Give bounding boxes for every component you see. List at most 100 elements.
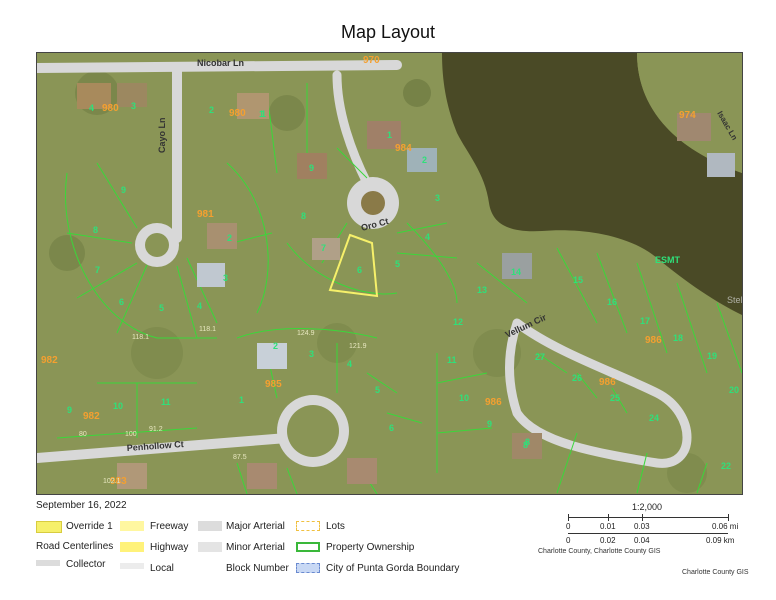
cul-de-sac-island	[145, 233, 169, 257]
street-label-cayo: Cayo Ln	[157, 117, 167, 153]
lot-number: 4	[89, 103, 94, 113]
dimension: 118.1	[132, 334, 149, 341]
legend-local: Local	[150, 563, 174, 574]
lot-number: 8	[301, 211, 306, 221]
lot-number: 18	[673, 333, 683, 343]
lot-number: 5	[159, 303, 164, 313]
major-arterial-swatch	[198, 521, 222, 531]
lot-number: 20	[729, 385, 739, 395]
collector-swatch	[36, 560, 60, 566]
legend-override: Override 1	[66, 521, 113, 532]
lot-number: 3	[309, 349, 314, 359]
legend-freeway: Freeway	[150, 521, 189, 532]
lot-number: 4	[425, 232, 430, 242]
lot-number: 13	[477, 285, 487, 295]
lot-number: 1	[387, 130, 392, 140]
scale-mi-tick: 0.01	[600, 522, 616, 531]
lot-number: 7	[95, 265, 100, 275]
override-swatch	[36, 521, 62, 533]
property-swatch	[296, 542, 320, 552]
scale-ratio: 1:2,000	[632, 502, 663, 512]
cul-de-sac-island	[287, 405, 339, 457]
lot-number: 8	[523, 440, 528, 450]
scale-bar: 1:2,000 0 0.01 0.03 0.06 mi 0 0.02 0.04 …	[540, 498, 770, 588]
cul-de-sac-island	[361, 191, 385, 215]
lot-number: 9	[487, 419, 492, 429]
scale-line-mi	[568, 517, 728, 518]
lot-number: 17	[640, 316, 650, 326]
scale-km-tick: 0.09 km	[706, 536, 735, 545]
lot-number-labels: 4 3 2 1 9 8 7 6 5 4 3 2 1 9 8 7 6 5 4 3 …	[67, 101, 739, 471]
override-lot[interactable]	[328, 233, 379, 298]
lot-number: 3	[131, 101, 136, 111]
lot-number: 11	[447, 355, 457, 365]
lot-number: 8	[525, 437, 530, 447]
houses	[77, 83, 735, 489]
map-canvas[interactable]: ESMT	[37, 53, 742, 494]
block-number: 982	[41, 355, 58, 366]
lot-number: 9	[309, 163, 314, 173]
lot-number: 6	[357, 265, 362, 275]
lot-number: 15	[573, 275, 583, 285]
dimension: 121.9	[349, 343, 367, 350]
block-number: 982	[83, 411, 100, 422]
scale-mi-tick: 0	[566, 522, 571, 531]
block-number: 974	[679, 110, 696, 121]
block-number-labels: 970 980 980 984 981 982 982 986 986 986 …	[41, 55, 696, 487]
dimension: 80	[79, 431, 87, 438]
map-date: September 16, 2022	[36, 500, 127, 511]
lot-number: 19	[707, 351, 717, 361]
legend-city-boundary: City of Punta Gorda Boundary	[326, 563, 460, 574]
legend-collector: Collector	[66, 559, 106, 570]
map-view[interactable]: ESMT	[36, 52, 743, 495]
scale-mi-tick: 0.03	[634, 522, 650, 531]
legend-lots: Lots	[326, 521, 345, 532]
lots-swatch	[296, 521, 320, 531]
block-number: 986	[485, 397, 502, 408]
street-label-nicobar: Nicobar Ln	[197, 58, 244, 68]
scale-tick	[568, 514, 569, 521]
dimension: 87.5	[233, 454, 247, 461]
block-number: 980	[229, 108, 246, 119]
dimension-labels: 118.1 118.1 80 100 124.9 121.9 91.2 87.5…	[79, 326, 367, 485]
block-number: 980	[102, 103, 119, 114]
scale-mi-tick: 0.06 mi	[712, 522, 739, 531]
page-title: Map Layout	[340, 22, 436, 42]
lot-number: 9	[121, 185, 126, 195]
dimension: 91.2	[149, 426, 163, 433]
lot-number: 10	[113, 401, 123, 411]
dimension: 102.1	[103, 478, 121, 485]
freeway-swatch	[120, 521, 144, 531]
lot-number: 3	[435, 193, 440, 203]
legend-highway: Highway	[150, 542, 189, 553]
lot-number: 2	[422, 155, 427, 165]
lot-number: 26	[572, 373, 582, 383]
easement-label: ESMT	[655, 255, 681, 265]
dimension: 100	[125, 431, 137, 438]
block-number: 981	[197, 209, 214, 220]
scale-km-tick: 0	[566, 536, 571, 545]
block-number: 985	[265, 379, 282, 390]
lot-number: 5	[375, 385, 380, 395]
city-boundary-swatch	[296, 563, 320, 573]
lot-number: 10	[459, 393, 469, 403]
lot-number: 12	[453, 317, 463, 327]
scale-tick	[608, 514, 609, 521]
lot-number: 6	[389, 423, 394, 433]
block-number: 986	[599, 377, 616, 388]
local-swatch	[120, 563, 144, 569]
scale-km-tick: 0.02	[600, 536, 616, 545]
lot-number: 8	[93, 225, 98, 235]
lot-number: 4	[197, 301, 202, 311]
lot-number: 16	[607, 297, 617, 307]
block-number: 984	[395, 143, 412, 154]
legend-property-ownership: Property Ownership	[326, 542, 415, 553]
lot-number: 14	[511, 267, 521, 277]
lot-number: 3	[223, 273, 228, 283]
block-number: 970	[363, 55, 380, 66]
lot-number: 6	[119, 297, 124, 307]
scale-km-tick: 0.04	[634, 536, 650, 545]
credit-primary: Charlotte County, Charlotte County GIS	[538, 548, 661, 555]
lot-number: 9	[67, 405, 72, 415]
credit-secondary: Charlotte County GIS	[682, 569, 749, 576]
